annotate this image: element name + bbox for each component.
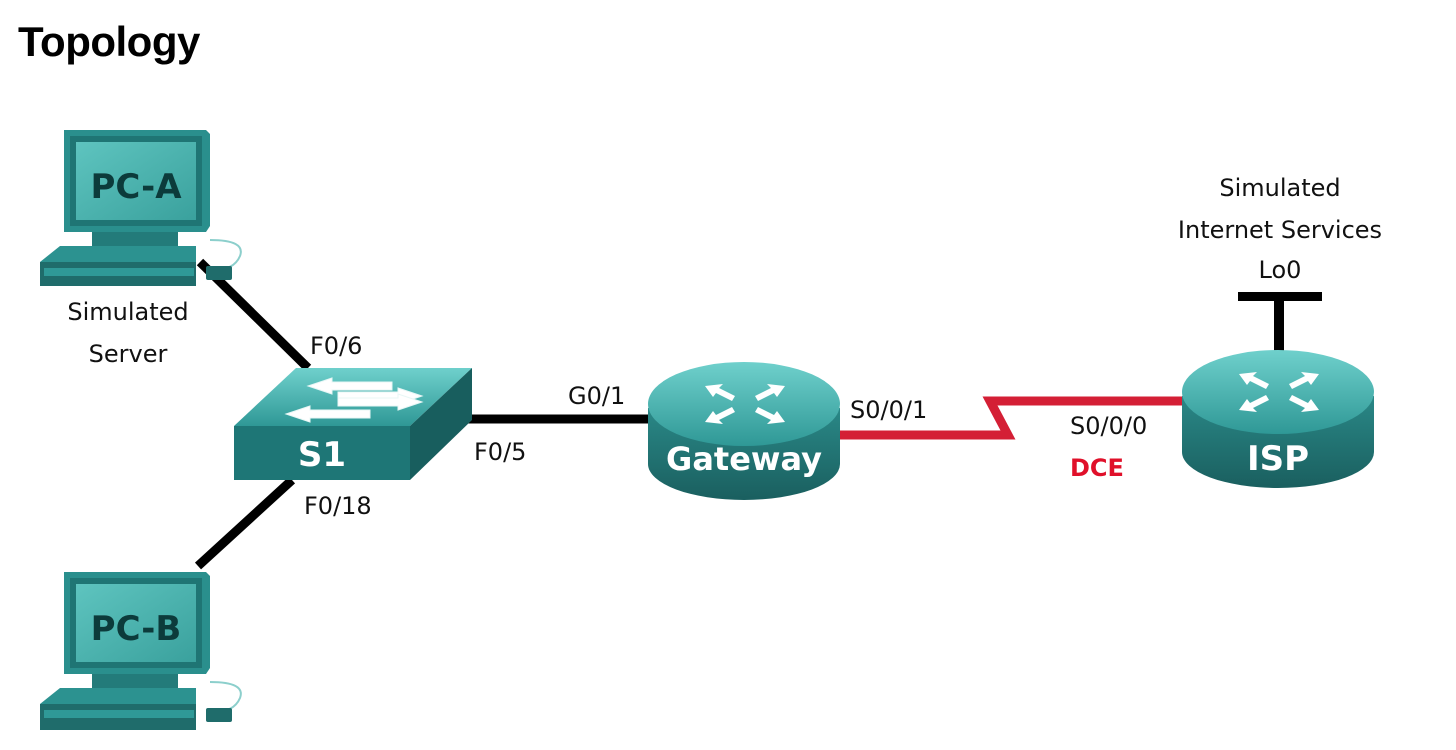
- interface-label-g0-1: G0/1: [568, 382, 625, 410]
- interface-label-f0-18: F0/18: [304, 492, 372, 520]
- pc-a-caption-line1: Simulated: [67, 298, 188, 326]
- interface-label-s0-0-0: S0/0/0: [1070, 412, 1147, 440]
- dce-label: DCE: [1070, 454, 1124, 482]
- isp-label: ISP: [1247, 439, 1309, 479]
- router-isp[interactable]: ISP: [1182, 350, 1374, 488]
- pc-a-caption-line2: Server: [89, 340, 168, 368]
- interface-label-f0-6: F0/6: [310, 332, 362, 360]
- internet-services-line2: Internet Services: [1178, 216, 1382, 244]
- pc-a-label: PC-A: [90, 167, 182, 207]
- router-icon: [1182, 350, 1374, 488]
- desktop-pc-icon: [40, 572, 242, 730]
- router-gateway[interactable]: Gateway: [648, 362, 840, 500]
- interface-label-f0-5: F0/5: [474, 438, 526, 466]
- loopback-lo0-symbol: [1238, 292, 1322, 360]
- pc-b-label: PC-B: [91, 609, 182, 649]
- internet-services-line1: Simulated: [1219, 174, 1340, 202]
- pc-a[interactable]: PC-A: [40, 130, 242, 286]
- switch-icon: [234, 368, 472, 480]
- pc-b[interactable]: PC-B: [40, 572, 242, 730]
- link-pc-b-s1: [194, 476, 296, 570]
- link-gateway-isp-serial: [832, 396, 1188, 440]
- s1-label: S1: [298, 435, 346, 475]
- router-icon: [648, 362, 840, 500]
- gateway-label: Gateway: [666, 440, 822, 478]
- page-title: Topology: [18, 18, 200, 65]
- loopback-label: Lo0: [1259, 256, 1302, 284]
- desktop-pc-icon: [40, 130, 242, 286]
- switch-s1[interactable]: S1: [234, 368, 472, 480]
- interface-label-s0-0-1: S0/0/1: [850, 396, 927, 424]
